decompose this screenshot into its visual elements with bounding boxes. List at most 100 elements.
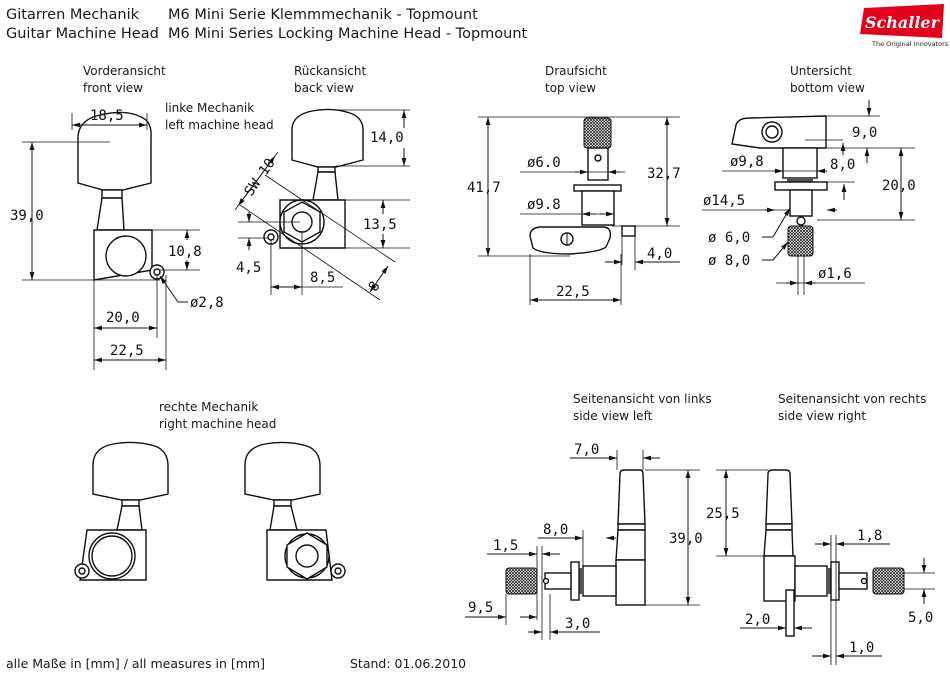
category-en: Guitar Machine Head — [6, 26, 159, 42]
dim-front-hole-x: 20,0 — [106, 310, 140, 326]
dim-top-width: 22,5 — [556, 284, 590, 300]
logo-wordmark: Schaller — [865, 13, 941, 32]
label-bottom-view-en: bottom view — [790, 81, 865, 95]
locking-knurl — [505, 567, 538, 595]
bushing — [794, 565, 828, 597]
label-left-head-de: linke Mechanik — [165, 101, 255, 115]
button — [617, 469, 646, 525]
button — [765, 469, 793, 525]
side-view-left: 7,0 39,0 8,0 1,5 9,5 3,0 — [465, 442, 703, 640]
label-right-head-de: rechte Mechanik — [159, 400, 259, 414]
washer — [774, 181, 828, 191]
mount-plate — [785, 589, 795, 637]
label-left-head-en: left machine head — [165, 118, 274, 132]
category-de: Gitarren Mechanik — [6, 7, 139, 23]
label-top-view-en: top view — [545, 81, 597, 95]
button-collar — [617, 523, 646, 531]
dim-bottom-d2: 8,0 — [830, 157, 855, 173]
dim-side-left-knurl: 9,5 — [468, 600, 493, 616]
bottom-view: 9,0 8,0 20,0 ø9,8 ø14,5 ø 6,0 ø 8,0 ø1,6 — [702, 100, 916, 295]
dim-bottom-d1: 9,0 — [852, 125, 877, 141]
dim-bottom-dia-washer: ø14,5 — [703, 193, 745, 209]
dim-bottom-d3: 20,0 — [882, 178, 916, 194]
dim-side-right-knurl-dia: 5,0 — [908, 610, 933, 626]
dim-side-left-offset: 8,0 — [543, 522, 568, 538]
dim-top-dia-bush: ø9.8 — [527, 197, 561, 213]
front-view: 18,5 39,0 10,8 ø2,8 20,0 22,5 — [10, 108, 224, 370]
dim-top-height-total: 41,7 — [467, 180, 501, 196]
button-collar — [273, 499, 292, 507]
label-bottom-view-de: Untersicht — [790, 64, 852, 78]
washer-edge — [579, 568, 583, 594]
mount-hole — [334, 567, 342, 575]
button-collar — [121, 499, 140, 507]
dim-bottom-dia-knurl: ø 8,0 — [708, 253, 750, 269]
label-side-left-en: side view left — [573, 409, 653, 423]
button — [92, 441, 169, 501]
locking-knurl — [583, 117, 612, 149]
label-side-right-en: side view right — [778, 409, 867, 423]
washer-edge — [787, 178, 813, 182]
locking-knurl — [787, 225, 814, 257]
dim-front-hole-dia: ø2,8 — [190, 295, 224, 311]
dim-back-hole-y: 4,5 — [236, 260, 261, 276]
string-hole — [796, 216, 806, 226]
right-head-back — [244, 441, 346, 581]
button — [291, 108, 364, 168]
bushing — [582, 565, 617, 597]
dim-top-dia-post: ø6.0 — [527, 155, 561, 171]
dim-top-height-post: 32,7 — [647, 166, 681, 182]
dim-back-housing-height: 13,5 — [363, 217, 397, 233]
label-front-view-de: Vorderansicht — [83, 64, 166, 78]
units-note: alle Maße in [mm] / all measures in [mm] — [6, 656, 265, 671]
side-view-right: 25,5 1,8 2,0 1,0 5,0 — [706, 469, 935, 665]
dim-back-wrench-size: SW 10 — [241, 156, 278, 200]
dim-side-left-washer: 1,5 — [493, 538, 518, 554]
right-head-front — [74, 441, 169, 581]
string-hole — [860, 577, 868, 585]
post — [312, 171, 339, 201]
post — [116, 505, 143, 531]
button-collar — [765, 523, 793, 531]
logo-banner — [860, 4, 944, 38]
washer-edge — [827, 568, 831, 594]
mount-hole — [267, 233, 275, 241]
mount-tab — [621, 225, 636, 237]
string-hole — [594, 154, 602, 162]
title-en: M6 Mini Series Locking Machine Head - To… — [168, 26, 528, 42]
button — [77, 111, 152, 191]
button — [244, 441, 321, 501]
washer — [570, 561, 580, 601]
dim-side-left-gap: 3,0 — [565, 616, 590, 632]
washer — [830, 561, 840, 601]
shaft-hole — [295, 544, 319, 568]
housing — [615, 559, 646, 606]
dim-front-width-total: 22,5 — [110, 343, 144, 359]
dim-side-left-button-width: 7,0 — [574, 442, 599, 458]
title-de: M6 Mini Serie Klemmmechanik - Topmount — [168, 7, 478, 23]
post — [615, 529, 646, 561]
dim-bottom-dia-bush: ø9,8 — [730, 154, 764, 170]
dim-side-right-button-height: 25,5 — [706, 506, 740, 522]
post — [587, 147, 609, 181]
dim-bottom-dia-hole: ø1,6 — [818, 266, 852, 282]
revision-date: Stand: 01.06.2010 — [350, 656, 467, 671]
top-view: 41,7 32,7 ø6.0 ø9.8 4,0 22,5 — [467, 116, 681, 305]
washer — [573, 184, 622, 192]
locking-knurl — [872, 567, 905, 595]
mount-hole — [153, 268, 161, 276]
dim-side-right-base: 1,0 — [849, 640, 874, 656]
mount-hole — [78, 567, 86, 575]
label-back-view-de: Rückansicht — [294, 64, 367, 78]
gear-cover-inner — [91, 535, 133, 577]
label-right-head-en: right machine head — [159, 417, 277, 431]
post — [789, 189, 813, 217]
label-side-right-de: Seitenansicht von rechts — [778, 392, 927, 406]
button-collar — [317, 166, 336, 173]
dim-front-height: 39,0 — [10, 208, 44, 224]
button-screw — [765, 125, 779, 139]
bushing — [782, 147, 818, 179]
button-collar — [101, 189, 123, 199]
gear-cover — [105, 235, 147, 277]
